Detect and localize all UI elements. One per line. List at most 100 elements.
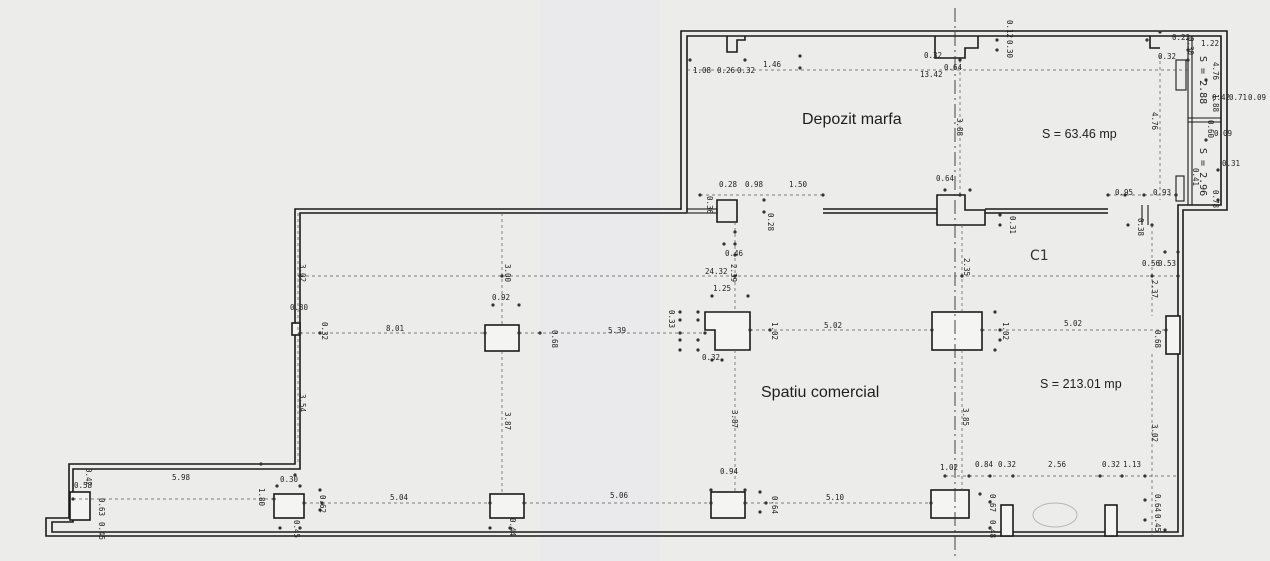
dimension-label: 4.76 [1150,112,1159,131]
dimension-dot [278,526,282,530]
dimension-dot [1150,223,1154,227]
dimension-label: 1.50 [789,180,808,189]
dimension-dot [995,48,999,52]
dimension-dot [298,274,302,278]
dimension-dot [302,501,306,505]
dimension-dot [995,38,999,42]
dimension-dot [998,223,1002,227]
dimension-label: 13.42 [920,70,943,79]
dimension-dot [696,310,700,314]
dimension-label: 1.02 [940,463,958,472]
dimension-label: 2.35 [962,258,971,276]
small-rooms [1175,36,1221,205]
dimension-label: 5.06 [610,491,629,500]
dimension-label: 1.02 [770,322,779,340]
dimension-dot [517,331,521,335]
dimension-label: 0.36 [705,196,714,215]
dimension-dot [318,331,322,335]
column [1165,315,1181,355]
dimension-label: 5.02 [1064,319,1082,328]
dimension-label: 3.54 [298,394,307,413]
dimension-dot [1106,193,1110,197]
dimension-dot [1176,250,1180,254]
dimension-label: 2.37 [1150,280,1159,298]
dimension-label: 0.92 [492,293,510,302]
dimension-dot [1216,168,1220,172]
dimension-dot [488,501,492,505]
dimension-dot [758,510,762,514]
dimension-dot [318,488,322,492]
dimension-label: 0.33 [667,310,676,328]
dimension-label: 0.94 [720,467,739,476]
column [930,489,970,519]
dimension-dot [688,58,692,62]
dimension-label: 0.28 [719,180,738,189]
dimension-label: 0.09 [1214,129,1232,138]
room-area-depozit: S = 63.46 mp [1042,127,1117,141]
dimension-dot [998,338,1002,342]
dimension-dot [943,188,947,192]
room-name-spatiu: Spatiu comercial [761,384,879,401]
dimension-label: 5.10 [826,493,845,502]
dimension-dot [1098,474,1102,478]
dimension-label: 0.32 [1158,52,1176,61]
dimension-dot [678,348,682,352]
dimension-label: 0.58 [74,481,93,490]
dimension-label: 0.64 [770,496,779,515]
dimension-label: 0.93 [1153,188,1171,197]
dimension-label: 0.63 [97,498,106,516]
dimension-label: 3.87 [503,412,512,430]
dimension-dot [798,54,802,58]
dimension-dot [1120,474,1124,478]
dimension-dot [703,331,707,335]
dimension-label: 0.71 [1229,93,1247,102]
column [931,311,983,351]
dimension-dot [733,274,737,278]
dimension-label: 0.68 [1153,330,1162,349]
dimension-dot [320,501,324,505]
dimension-label: 8.01 [386,324,404,333]
dimension-dot [743,58,747,62]
dimension-dot [998,213,1002,217]
dimension-label: 1.80 [257,488,266,507]
dimension-label: 1.08 [693,66,712,75]
column [69,491,91,521]
dimension-dot [762,198,766,202]
dimension-dot [508,526,512,530]
dimension-dot [988,526,992,530]
dimension-dot [678,318,682,322]
dimension-label: 0.32 [1102,460,1120,469]
dimension-label: 0.60 [1206,120,1215,139]
dimension-dot [696,348,700,352]
dimension-dot [1204,78,1208,82]
dimension-dot [678,331,682,335]
dimension-dot [943,474,947,478]
dimension-dot [978,492,982,496]
dimension-label: 0.64 [944,63,963,72]
dimension-label: 0.30 [290,303,309,312]
dimension-label: 0.31 [1008,216,1017,234]
interior-wall [686,194,1149,226]
dimension-label: 0.84 [975,460,994,469]
dimension-label: 0.44 [508,518,517,537]
dimension-dot [259,462,263,466]
dimension-dot [1011,474,1015,478]
dimension-dot [1163,250,1167,254]
dimension-label: 0.32 [924,51,942,60]
dimension-dot [821,193,825,197]
dimension-label: 1.02 [1001,322,1010,340]
dimension-label: 0.68 [550,330,559,349]
dimension-dot [746,294,750,298]
dimension-dot [929,501,933,505]
dimension-label: 0.09 [1248,93,1266,102]
dimension-dot [698,193,702,197]
dimension-dot [298,331,302,335]
dimension-dot [678,338,682,342]
dimension-label: 5.04 [390,493,409,502]
dimension-label: 0.32 [702,353,720,362]
dimension-dot [1163,528,1167,532]
dimension-dot [722,242,726,246]
page-fold-shadow [540,0,660,561]
dimension-labels-depozit: 1.08 0.26 0.32 1.46 0.32 13.42 0.64 0.12… [693,20,1266,258]
dimension-dot [748,328,752,332]
